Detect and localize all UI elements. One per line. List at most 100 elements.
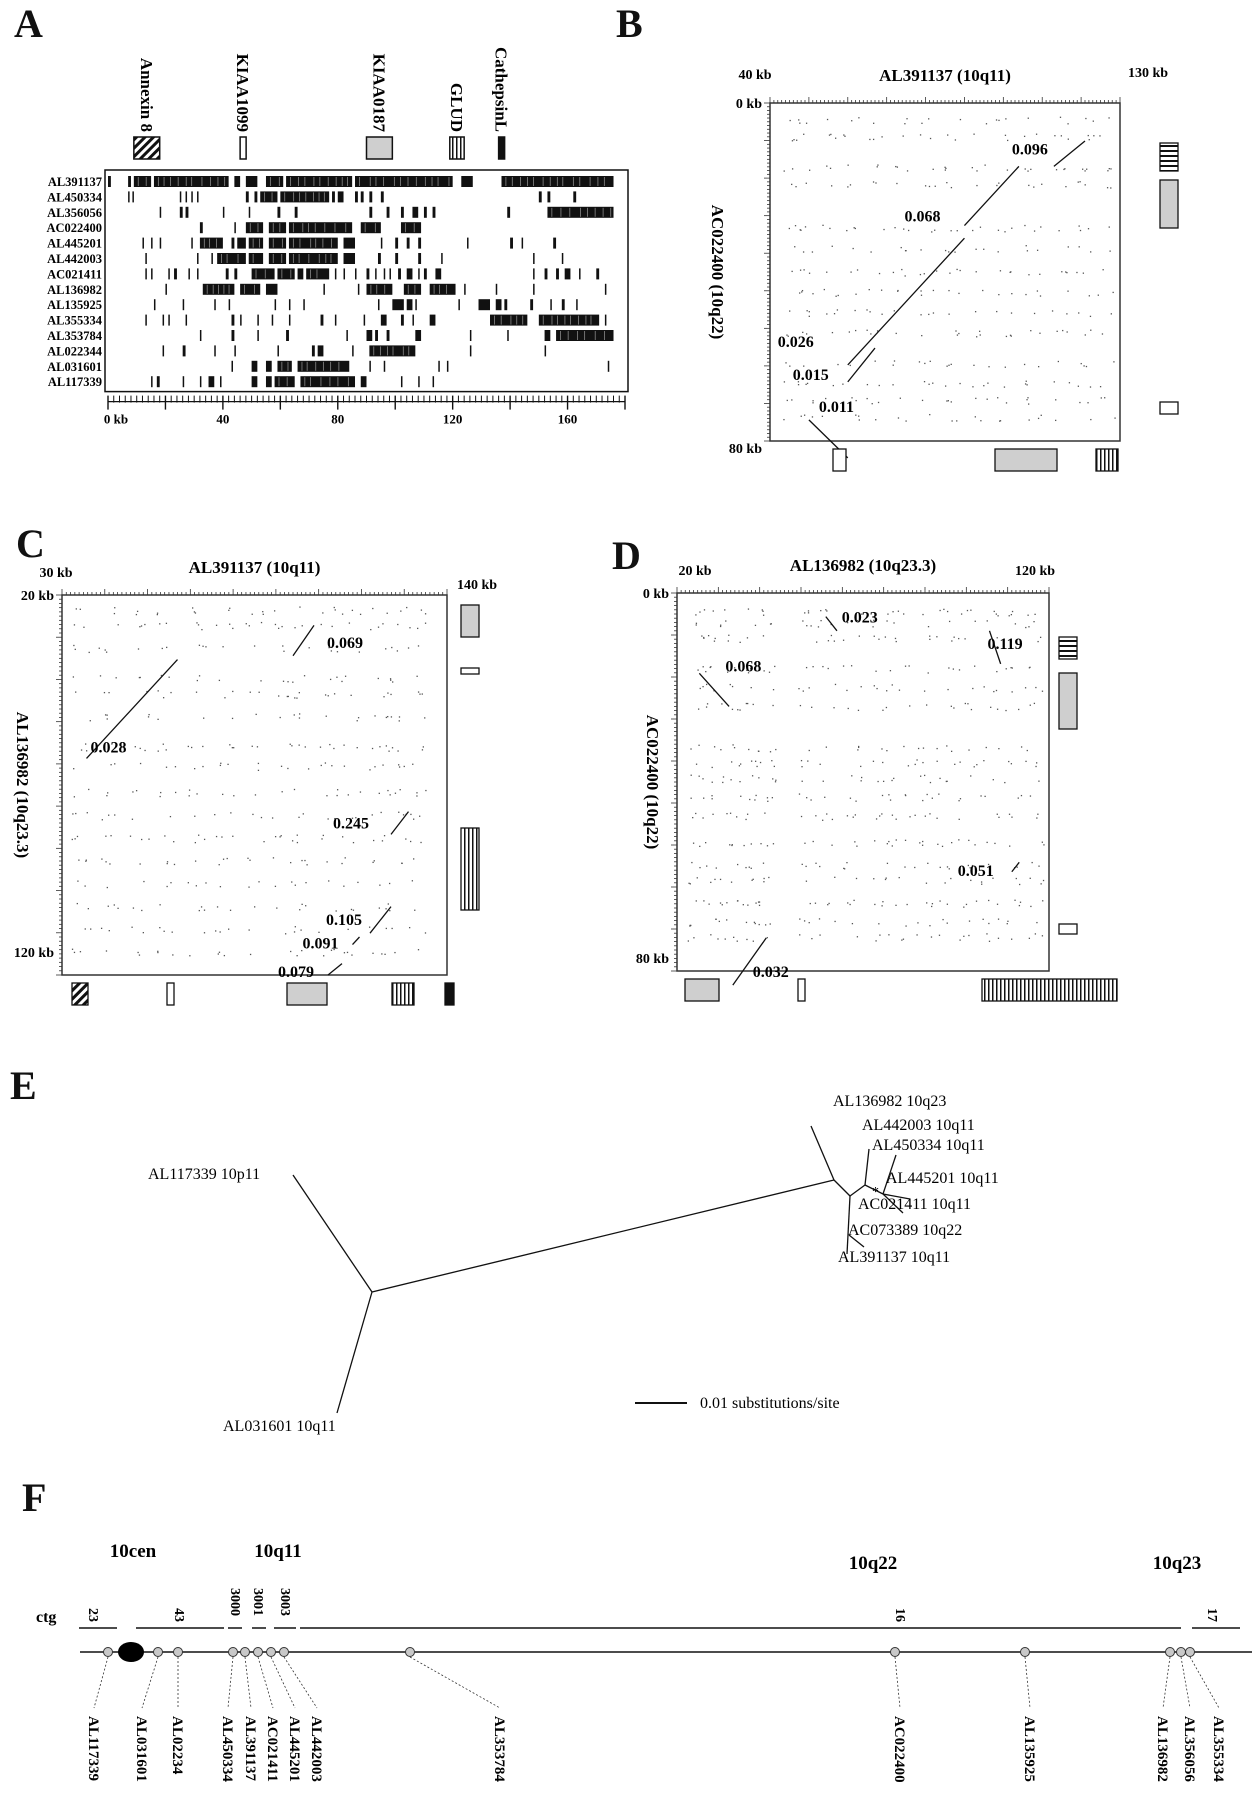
homology-block <box>286 176 353 187</box>
match-dot <box>891 779 893 782</box>
match-dot <box>837 294 839 297</box>
match-dot <box>73 644 75 647</box>
match-dot <box>85 743 87 745</box>
match-dot <box>202 745 204 748</box>
match-dot <box>954 139 957 141</box>
y-range-end-label: 80 kb <box>636 952 669 967</box>
gene-box-right <box>1058 923 1078 935</box>
match-dot <box>1015 877 1017 880</box>
match-dot <box>73 768 75 770</box>
match-dot <box>282 680 285 682</box>
block-gap <box>281 238 283 248</box>
match-dot <box>755 794 757 797</box>
block-gap <box>163 177 165 186</box>
match-dot <box>695 763 698 765</box>
match-dot <box>113 612 116 615</box>
match-dot <box>791 399 793 401</box>
leaf-label: AL031601 10q11 <box>223 1418 336 1435</box>
match-dot <box>372 861 374 864</box>
leader-line <box>283 1656 318 1709</box>
match-dot <box>906 903 908 906</box>
match-dot <box>702 778 704 780</box>
match-dot <box>160 674 163 677</box>
match-dot <box>196 679 198 682</box>
match-dot <box>799 229 801 231</box>
clone-label: AL031601 <box>47 360 102 374</box>
match-dot <box>1009 845 1011 847</box>
homology-block <box>547 191 551 203</box>
match-dot <box>808 169 811 171</box>
match-dot <box>195 691 198 693</box>
leaf-label: AL391137 10q11 <box>838 1249 950 1266</box>
match-dot <box>1029 877 1031 879</box>
match-dot <box>785 362 787 364</box>
match-dot <box>997 251 999 253</box>
match-dot <box>932 289 935 292</box>
match-dot <box>425 789 427 792</box>
match-dot <box>801 780 803 782</box>
match-dot <box>708 903 710 905</box>
match-dot <box>73 796 76 798</box>
match-dot <box>998 816 1000 818</box>
match-dot <box>727 640 729 642</box>
match-dot <box>800 759 803 762</box>
block-gap <box>431 177 433 186</box>
match-dot <box>328 880 330 882</box>
match-dot <box>305 905 307 907</box>
match-dot <box>224 697 226 699</box>
match-dot <box>925 882 928 884</box>
match-dot <box>260 680 262 682</box>
homology-block <box>151 268 153 280</box>
homology-block <box>228 299 231 311</box>
match-dot <box>1018 904 1021 907</box>
match-dot <box>724 938 726 940</box>
block-gap <box>201 177 203 186</box>
match-dot <box>173 841 175 843</box>
match-dot <box>791 270 793 273</box>
match-dot <box>722 781 724 784</box>
match-dot <box>767 800 769 802</box>
match-dot <box>917 922 919 924</box>
match-dot <box>966 609 969 612</box>
match-dot <box>217 953 219 955</box>
match-dot <box>880 289 883 291</box>
match-dot <box>822 665 824 668</box>
block-gap <box>324 223 326 233</box>
match-dot <box>701 635 703 637</box>
homology-block <box>277 345 279 357</box>
homology-block <box>604 314 607 326</box>
divergence-label: 0.023 <box>842 610 878 627</box>
leader-line <box>894 1656 901 1709</box>
match-dot <box>905 925 907 927</box>
match-dot <box>696 877 698 879</box>
match-dot <box>327 818 329 820</box>
match-dot <box>719 625 722 628</box>
match-dot <box>1025 626 1027 629</box>
match-dot <box>1112 291 1114 294</box>
divergence-label: 0.245 <box>333 815 369 832</box>
match-dot <box>801 863 803 866</box>
match-dot <box>965 903 968 906</box>
match-dot <box>851 922 854 925</box>
homology-block <box>415 299 417 311</box>
match-dot <box>897 289 899 292</box>
match-dot <box>763 670 765 672</box>
match-dot <box>280 835 282 837</box>
homology-block <box>208 376 215 388</box>
block-gap <box>590 315 592 325</box>
homology-block <box>234 222 236 234</box>
match-dot <box>202 645 204 647</box>
match-dot <box>905 794 907 797</box>
match-dot <box>138 676 141 679</box>
x-tick-label: 40 <box>216 412 229 427</box>
match-dot <box>856 936 859 938</box>
match-dot <box>710 881 712 884</box>
match-dot <box>945 780 947 783</box>
block-gap <box>585 315 587 325</box>
match-dot <box>713 690 715 692</box>
block-gap <box>610 207 612 217</box>
homology-block <box>145 268 147 280</box>
match-dot <box>754 799 756 801</box>
block-gap <box>551 207 553 217</box>
match-dot <box>117 624 119 626</box>
